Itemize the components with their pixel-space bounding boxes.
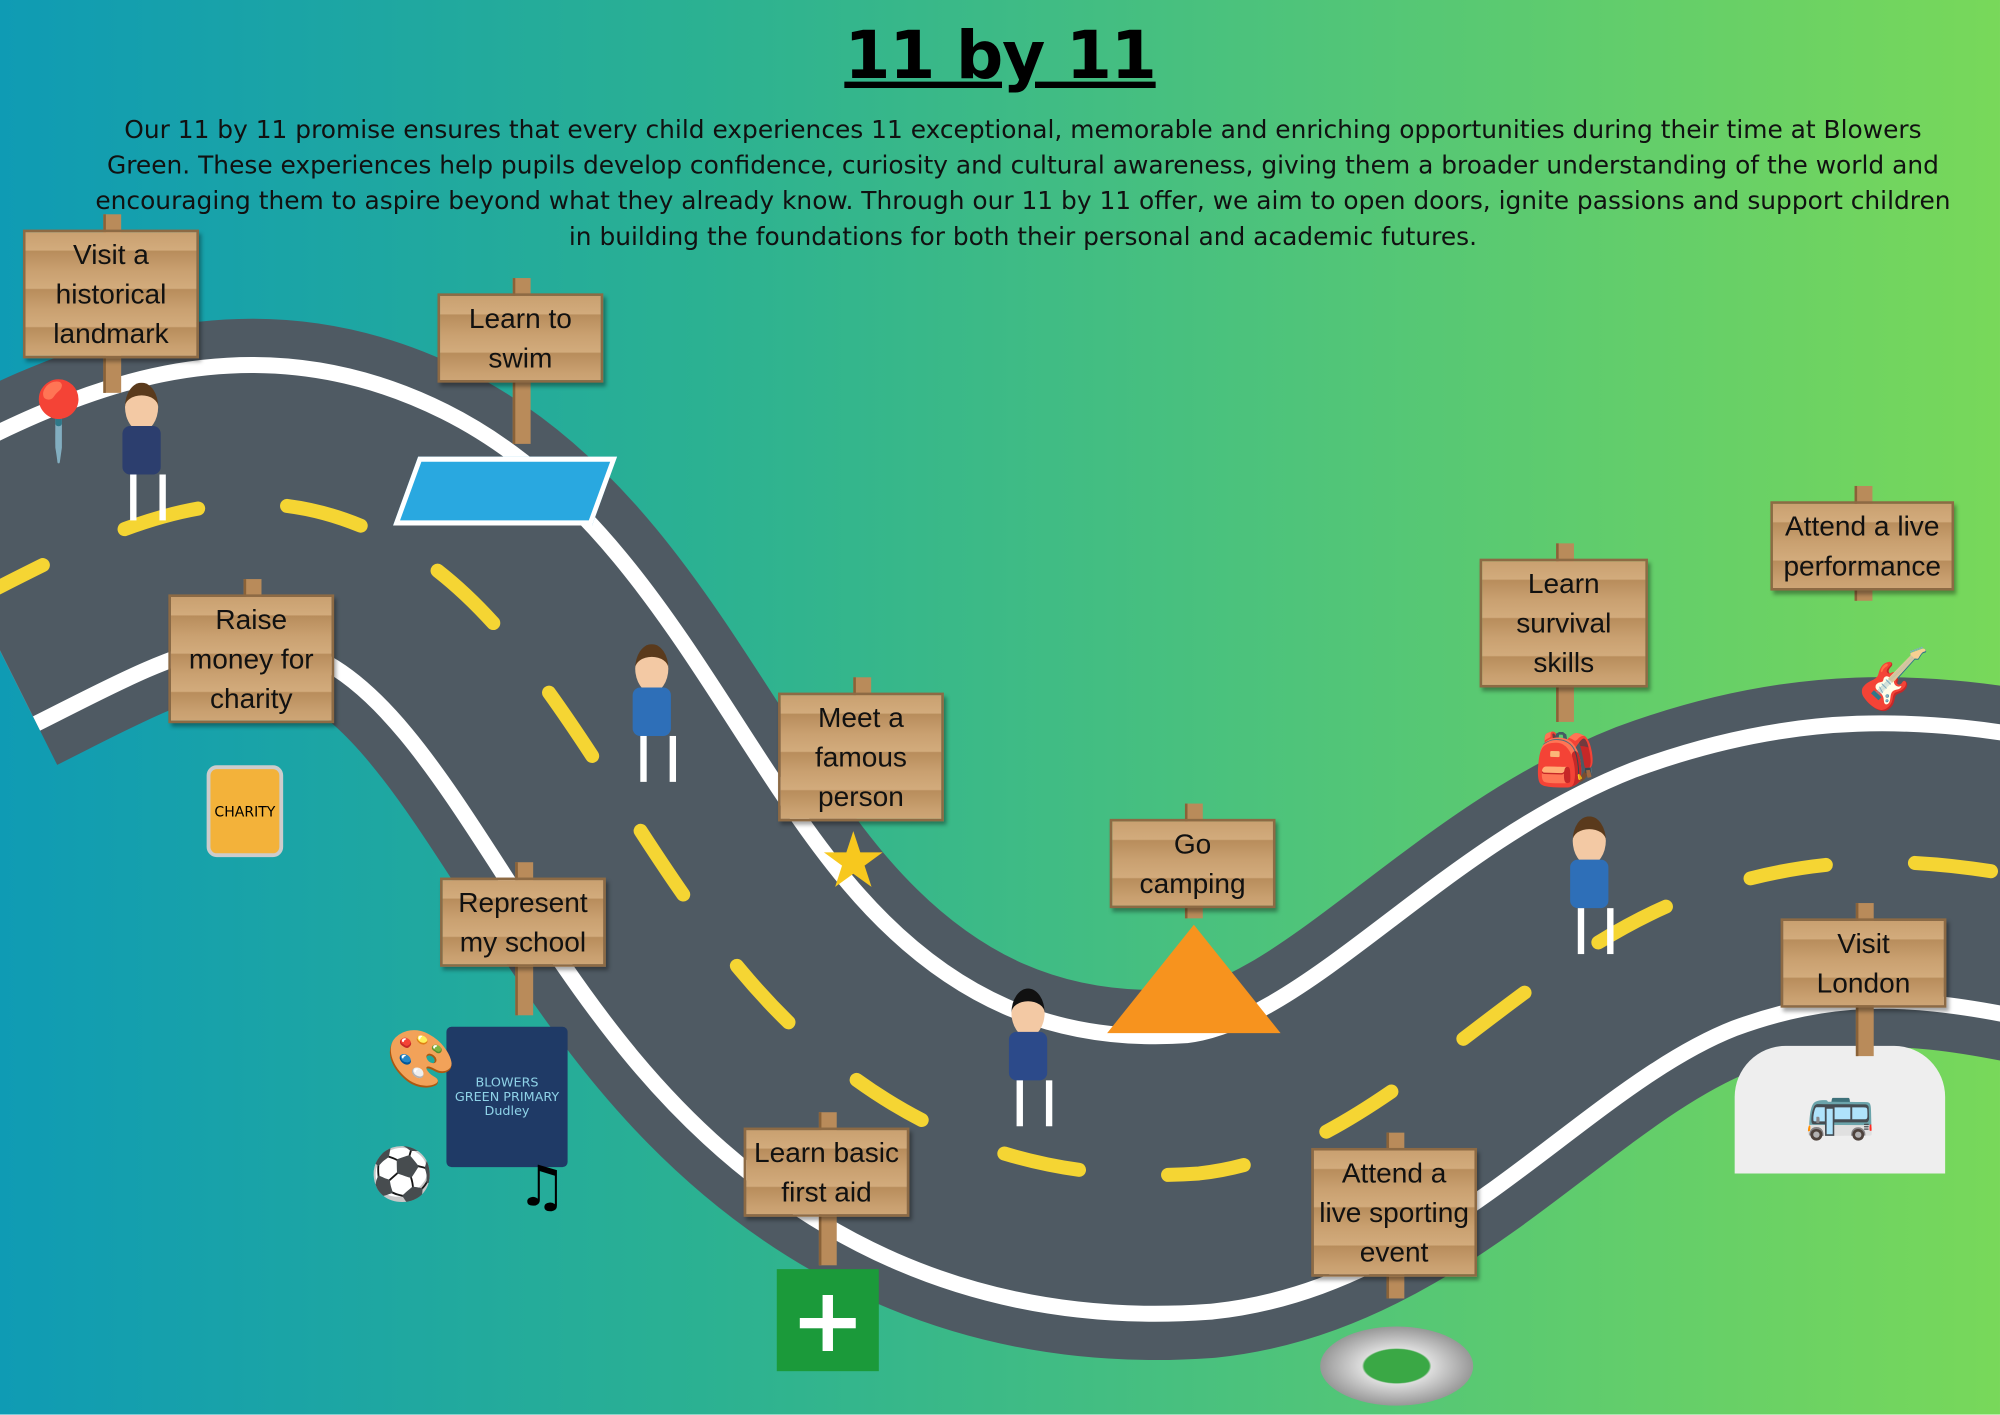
- famous-person-star-icon: ★: [818, 816, 888, 906]
- sign-live-performance: Attend a live performance: [1770, 485, 1955, 601]
- sign-live-sporting-event: Attend a live sporting event: [1311, 1132, 1478, 1299]
- sign-label: Go camping: [1109, 818, 1276, 909]
- sign-meet-famous-person: Meet a famous person: [778, 677, 944, 822]
- jar-label: CHARITY: [214, 802, 276, 820]
- sign-label: Raise money for charity: [168, 594, 335, 724]
- child-figure: [625, 644, 677, 784]
- sign-go-camping: Go camping: [1109, 803, 1276, 919]
- sign-survival-skills: Learn survival skills: [1479, 543, 1648, 722]
- sports-balls-icon: ⚽: [370, 1144, 434, 1204]
- sign-label: Visit London: [1780, 918, 1947, 1008]
- sign-first-aid: Learn basic first aid: [743, 1112, 910, 1266]
- sign-historical-landmark: Visit a historical landmark: [22, 214, 199, 393]
- band-icon: 🎸: [1857, 644, 1931, 714]
- school-book-label: BLOWERS GREEN PRIMARY Dudley: [454, 1075, 560, 1118]
- road-center-dashes: [0, 496, 2000, 1183]
- first-aid-icon: +: [776, 1268, 879, 1372]
- child-figure: [115, 382, 166, 523]
- charity-jar-icon: CHARITY: [206, 765, 284, 858]
- sign-label: Attend a live performance: [1770, 501, 1955, 591]
- music-notes-icon: ♫: [516, 1153, 568, 1219]
- intro-paragraph: Our 11 by 11 promise ensures that every …: [95, 114, 1951, 252]
- sign-label: Visit a historical landmark: [22, 229, 199, 359]
- sign-label: Represent my school: [440, 877, 606, 967]
- map-pin-star-icon: 📍: [11, 376, 107, 467]
- art-palette-icon: 🎨: [385, 1026, 456, 1092]
- sign-raise-money-charity: Raise money for charity: [168, 579, 335, 724]
- stadium-icon: [1320, 1326, 1474, 1406]
- tent-icon: [1107, 924, 1281, 1034]
- sign-label: Learn survival skills: [1479, 558, 1648, 688]
- sign-represent-school: Represent my school: [440, 862, 606, 1016]
- child-figure: [1562, 816, 1614, 956]
- swimming-pool-icon: [393, 456, 618, 526]
- sign-label: Meet a famous person: [778, 692, 944, 822]
- sign-label: Attend a live sporting event: [1311, 1147, 1478, 1277]
- page-title: 11 by 11: [844, 17, 1157, 95]
- child-figure: [1001, 988, 1053, 1129]
- sign-visit-london: Visit London: [1780, 903, 1947, 1057]
- london-landmarks-icon: 🚌: [1734, 1045, 1946, 1174]
- sign-label: Learn to swim: [437, 293, 604, 383]
- sign-label: Learn basic first aid: [743, 1127, 910, 1217]
- school-activities-icon: BLOWERS GREEN PRIMARY Dudley: [446, 1026, 568, 1168]
- survival-supplies-icon: 🎒: [1533, 730, 1598, 789]
- sign-learn-to-swim: Learn to swim: [437, 278, 604, 444]
